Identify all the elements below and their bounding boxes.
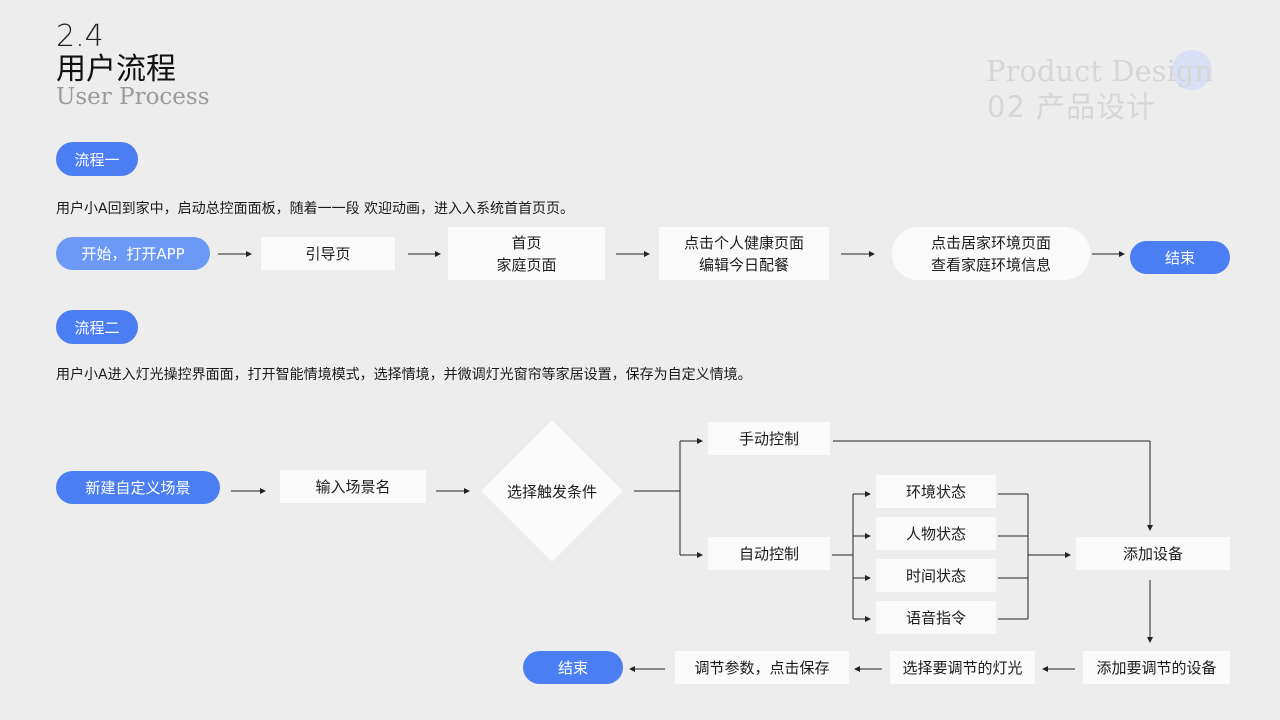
flow1-start-node: 开始，打开APP — [56, 237, 210, 270]
flow2-end-node: 结束 — [523, 651, 623, 684]
flow2-manual-control-node: 手动控制 — [708, 422, 830, 455]
flow2-add-device-node: 添加设备 — [1076, 537, 1230, 570]
flow1-environment-node: 点击居家环境页面 查看家庭环境信息 — [892, 227, 1090, 280]
flow2-adjust-save-node: 调节参数，点击保存 — [675, 651, 849, 684]
section-number: 2.4 — [56, 19, 104, 54]
flow1-tag: 流程一 — [56, 142, 138, 176]
decorative-circle — [1172, 50, 1212, 90]
watermark-chinese: 02 产品设计 — [987, 90, 1157, 124]
flow2-add-target-device-node: 添加要调节的设备 — [1083, 651, 1230, 684]
flow1-description: 用户小A回到家中，启动总控面面板，随着一一段 欢迎动画，进入入系统首首页页。 — [56, 201, 575, 217]
flow2-person-state-node: 人物状态 — [876, 517, 996, 550]
flow1-end-node: 结束 — [1130, 241, 1230, 274]
decision-diamond-shape — [481, 420, 623, 562]
flow1-home-line1: 首页 — [511, 233, 542, 252]
flow1-home-line2: 家庭页面 — [496, 255, 557, 274]
flow1-health-line2: 编辑今日配餐 — [698, 255, 789, 274]
flow1-env-line1: 点击居家环境页面 — [930, 233, 1051, 252]
flow2-input-name-node: 输入场景名 — [280, 470, 426, 503]
flow2-decision-node: 选择触发条件 — [477, 416, 627, 566]
flow2-new-scene-node: 新建自定义场景 — [56, 471, 220, 504]
flow2-auto-control-node: 自动控制 — [708, 537, 830, 570]
flow1-env-line2: 查看家庭环境信息 — [930, 255, 1051, 274]
page-title: 用户流程 — [56, 52, 176, 87]
flow1-health-node: 点击个人健康页面 编辑今日配餐 — [659, 227, 829, 280]
flow2-voice-command-node: 语音指令 — [876, 601, 996, 634]
page-subtitle: User Process — [56, 84, 210, 110]
decision-label: 选择触发条件 — [506, 482, 597, 501]
flow2-tag: 流程二 — [56, 310, 138, 344]
flow2-time-state-node: 时间状态 — [876, 559, 996, 592]
flow1-health-line1: 点击个人健康页面 — [683, 233, 804, 252]
flow2-select-light-node: 选择要调节的灯光 — [890, 651, 1035, 684]
flow2-env-state-node: 环境状态 — [876, 475, 996, 508]
flow2-description: 用户小A进入灯光操控界面面，打开智能情境模式，选择情境，并微调灯光窗帘等家居设置… — [56, 367, 752, 383]
flow1-guide-page-node: 引导页 — [261, 237, 395, 270]
watermark-english: Product Design — [986, 54, 1214, 88]
flow1-home-node: 首页 家庭页面 — [448, 227, 605, 280]
